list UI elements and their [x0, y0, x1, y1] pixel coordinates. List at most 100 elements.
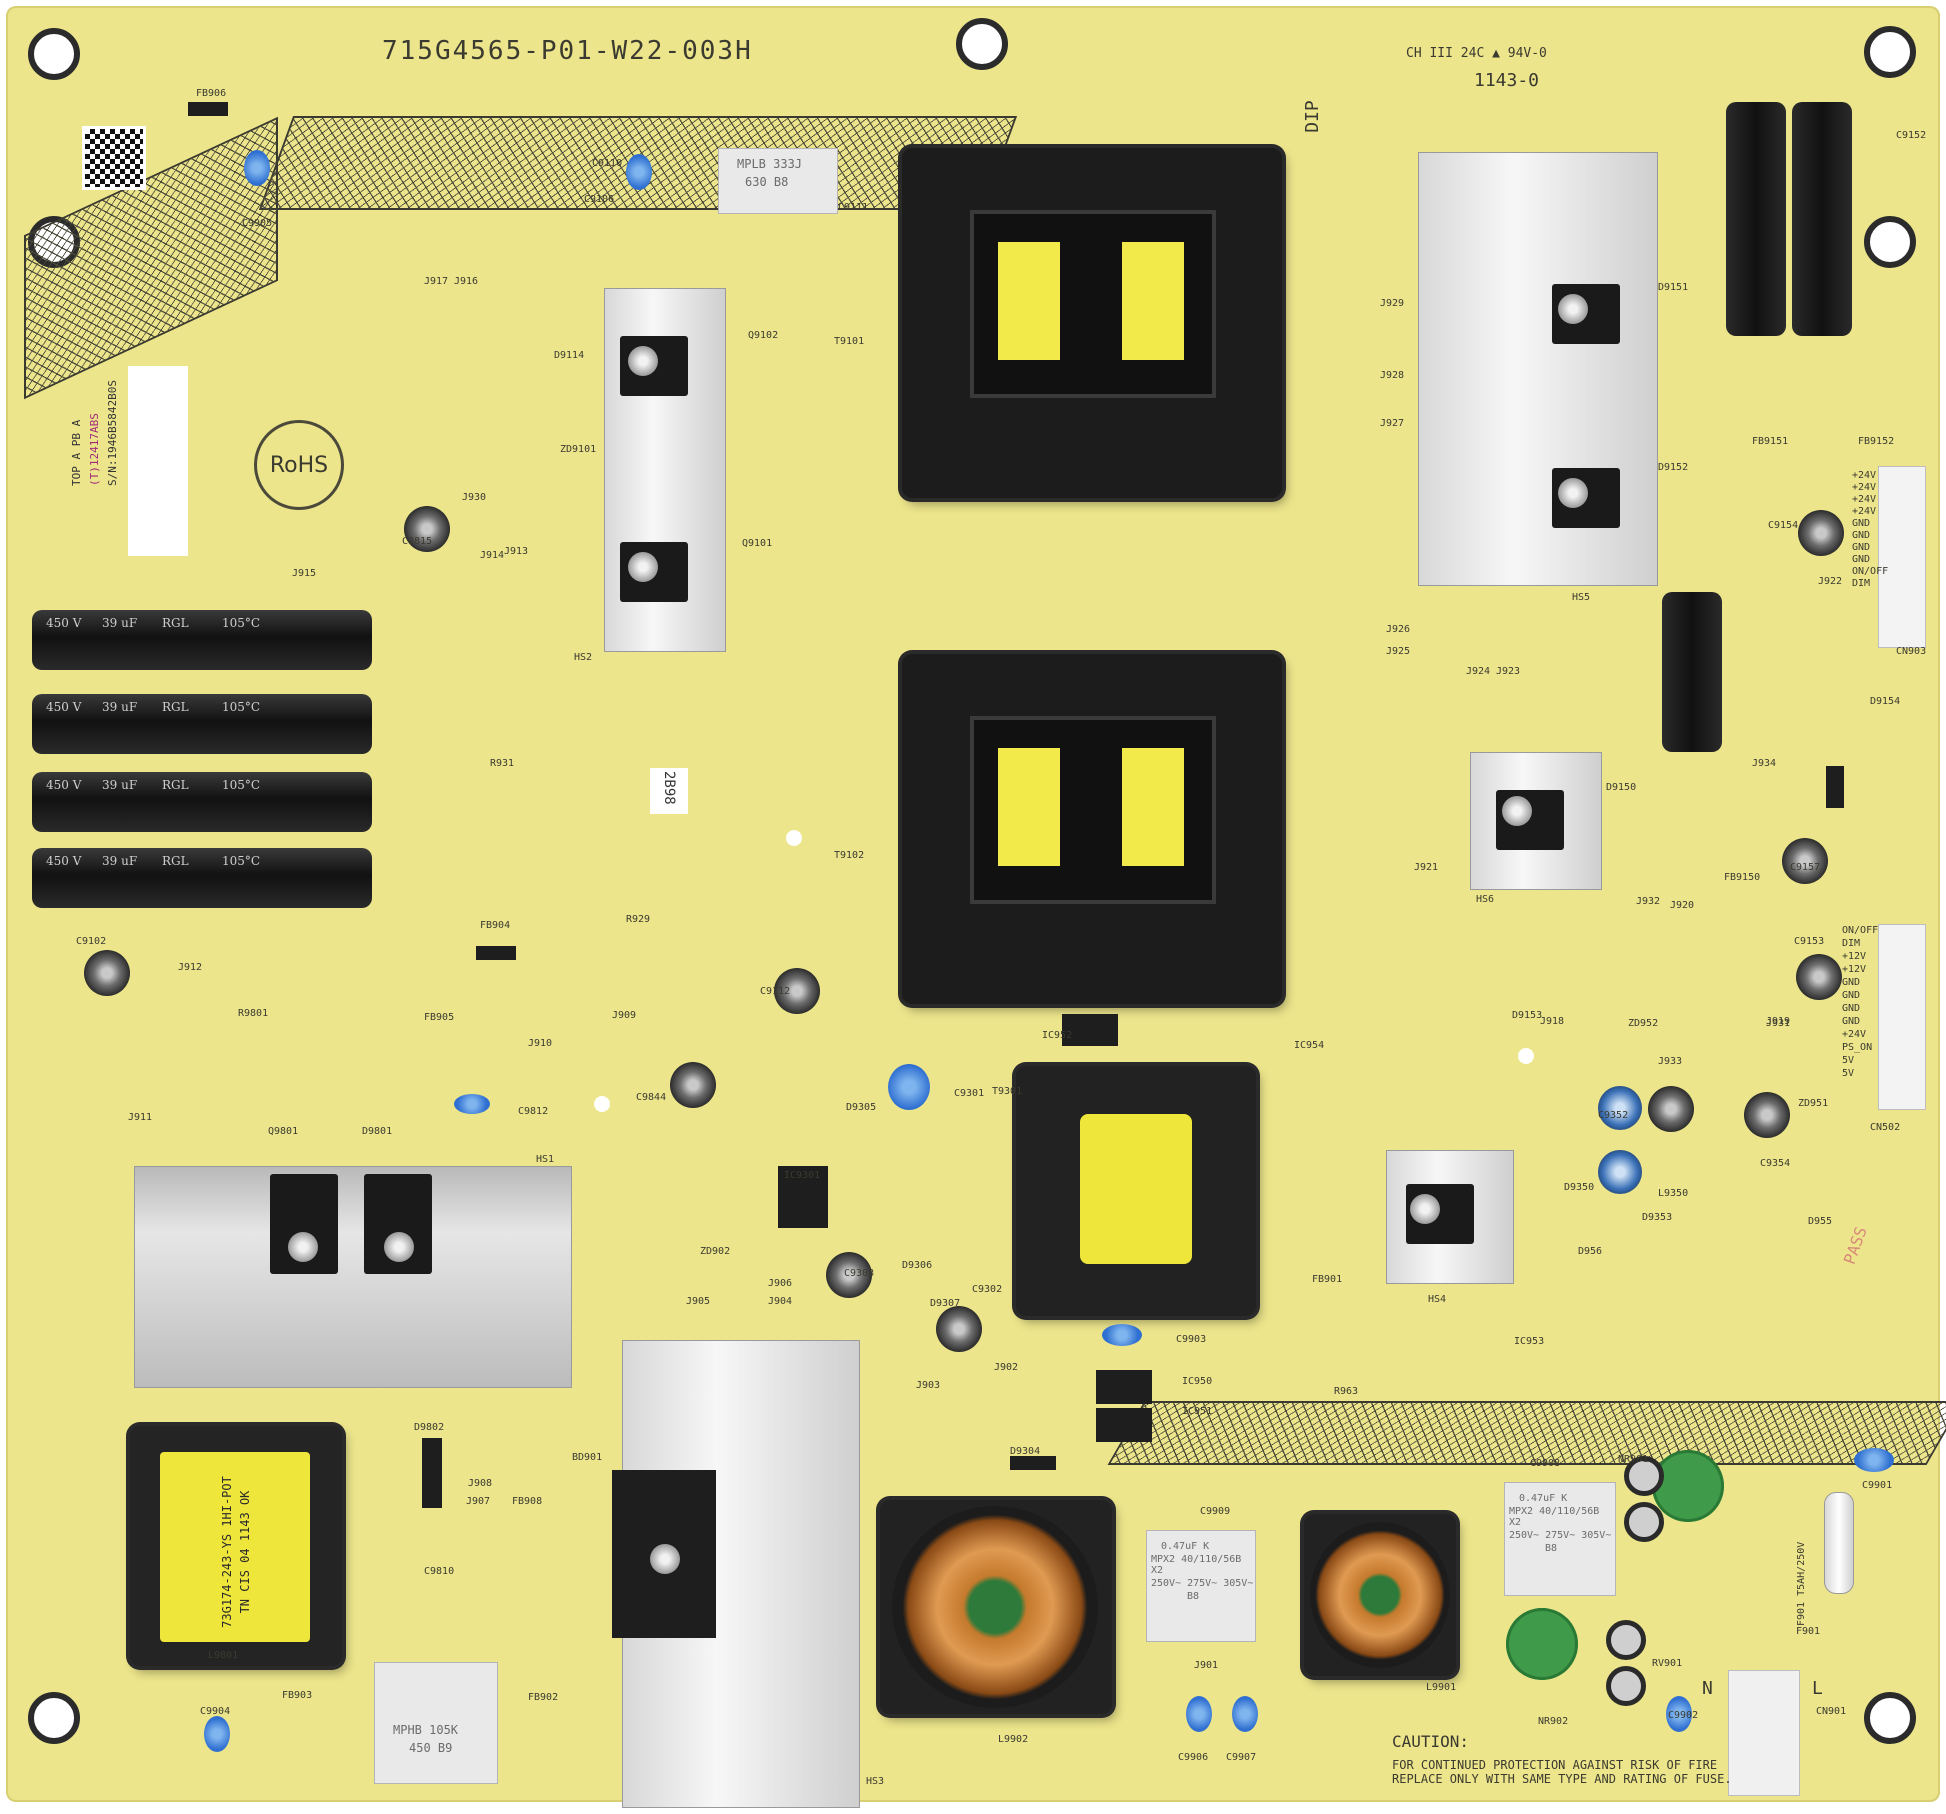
refdes-j915: J915 — [292, 568, 317, 579]
connector-cn901[interactable] — [1728, 1670, 1800, 1796]
connector-cn903[interactable] — [1878, 466, 1926, 648]
isolation-zone-bottom — [1107, 1401, 1946, 1465]
connector-mark-n: N — [1702, 1678, 1713, 1699]
refdes-j924: J924 — [1466, 666, 1491, 677]
refdes-d9307: D9307 — [930, 1298, 961, 1309]
output-capacitor — [1792, 102, 1852, 336]
refdes-q9101: Q9101 — [742, 538, 773, 549]
electrolytic-capacitor — [404, 506, 450, 552]
refdes-fb906: FB906 — [196, 88, 227, 99]
refdes-c9352: C9352 — [1598, 1110, 1629, 1121]
y-capacitor — [1232, 1696, 1258, 1732]
pass-stamp: PASS — [1839, 1224, 1871, 1267]
inductor-label: TN CIS 04 1143 OK — [238, 1490, 252, 1614]
fiducial — [1518, 1048, 1534, 1064]
electrolytic-capacitor — [1744, 1092, 1790, 1138]
refdes-j925: J925 — [1386, 646, 1411, 657]
sticker-line: TOP A PB A — [70, 419, 83, 486]
refdes-hs3: HS3 — [866, 1776, 885, 1787]
refdes-d9353: D9353 — [1642, 1212, 1673, 1223]
refdes-t9301: T9301 — [992, 1086, 1023, 1097]
refdes-fb905: FB905 — [424, 1012, 455, 1023]
mounting-hole — [1864, 1692, 1916, 1744]
refdes-c9907: C9907 — [1226, 1752, 1257, 1763]
refdes-l9902: L9902 — [998, 1734, 1029, 1745]
refdes-c9110: C9110 — [592, 158, 623, 169]
refdes-j910: J910 — [528, 1038, 553, 1049]
refdes-c9905: C9905 — [242, 218, 273, 229]
refdes-cn903: CN903 — [1896, 646, 1927, 657]
refdes-hs6: HS6 — [1476, 894, 1495, 905]
refdes-zd9101: ZD9101 — [560, 444, 597, 455]
refdes-l9350: L9350 — [1658, 1188, 1689, 1199]
refdes-d9350: D9350 — [1564, 1182, 1595, 1193]
refdes-d9150: D9150 — [1606, 782, 1637, 793]
refdes-ic952: IC952 — [1042, 1030, 1073, 1041]
refdes-j912: J912 — [178, 962, 203, 973]
diode — [1010, 1456, 1056, 1470]
diode — [476, 946, 516, 960]
transformer-t9301 — [1016, 1066, 1256, 1316]
refdes-j933: J933 — [1658, 1056, 1683, 1067]
y-capacitor — [888, 1064, 930, 1110]
heatsink-hs6 — [1470, 752, 1602, 890]
refdes-c9112: C9112 — [760, 986, 791, 997]
refdes-d9801: D9801 — [362, 1126, 393, 1137]
isolation-zone-left — [24, 116, 278, 400]
electrolytic-capacitor — [1782, 838, 1828, 884]
refdes-r929: R929 — [626, 914, 651, 925]
film-capacitor-c9111: MPLB 333J 630 B8 — [718, 148, 838, 214]
refdes-j906: J906 — [768, 1278, 793, 1289]
refdes-j928: J928 — [1380, 370, 1405, 381]
refdes-c9157: C9157 — [1790, 862, 1821, 873]
refdes-j932: J932 — [1636, 896, 1661, 907]
electrolytic-capacitor — [826, 1252, 872, 1298]
y-capacitor — [1666, 1696, 1692, 1732]
solder-pad — [1606, 1620, 1646, 1660]
refdes-j907: J907 — [466, 1496, 491, 1507]
refdes-c9102: C9102 — [76, 936, 107, 947]
diode — [422, 1438, 442, 1508]
thermistor-nr902 — [1506, 1608, 1578, 1680]
film-capacitor-c9908: 0.47uF K MPX2 40/110/56B X2 250V~ 275V~ … — [1504, 1482, 1616, 1596]
electrolytic-capacitor — [936, 1306, 982, 1352]
refdes-c9815: C9815 — [402, 536, 433, 547]
refdes-c9904: C9904 — [200, 1706, 231, 1717]
refdes-l9801: L9801 — [208, 1650, 239, 1661]
refdes-zd902: ZD902 — [700, 1246, 731, 1257]
electrolytic-capacitor — [774, 968, 820, 1014]
refdes-j902: J902 — [994, 1362, 1019, 1373]
refdes-c9902: C9902 — [1668, 1710, 1699, 1721]
bulk-capacitor-c9802: 450 V 39 uF RGL 105°C — [32, 772, 372, 832]
refdes-c9810: C9810 — [424, 1566, 455, 1577]
connector-mark-l: L — [1812, 1678, 1823, 1699]
refdes-q9801: Q9801 — [268, 1126, 299, 1137]
refdes-c9909: C9909 — [1200, 1506, 1231, 1517]
refdes-j920: J920 — [1670, 900, 1695, 911]
refdes-d9114: D9114 — [554, 350, 585, 361]
refdes-d9305: D9305 — [846, 1102, 877, 1113]
mounting-hole — [956, 18, 1008, 70]
refdes-fb9150: FB9150 — [1724, 872, 1761, 883]
refdes-d9154: D9154 — [1870, 696, 1901, 707]
refdes-j919: J919 — [1766, 1016, 1791, 1027]
refdes-r963: R963 — [1334, 1386, 1359, 1397]
thermistor-nr901 — [1652, 1450, 1724, 1522]
connector-cn502[interactable] — [1878, 924, 1926, 1110]
refdes-j931: J931 — [1766, 1018, 1791, 1029]
refdes-c9153: C9153 — [1794, 936, 1825, 947]
inductor-l9801: 73G174-243-YS 1HI-POT TN CIS 04 1143 OK — [130, 1426, 342, 1666]
refdes-cn502: CN502 — [1870, 1122, 1901, 1133]
refdes-d9152: D9152 — [1658, 462, 1689, 473]
caution-line: REPLACE ONLY WITH SAME TYPE AND RATING O… — [1392, 1772, 1732, 1786]
refdes-fb908: FB908 — [512, 1496, 543, 1507]
refdes-j926: J926 — [1386, 624, 1411, 635]
refdes-q9102: Q9102 — [748, 330, 779, 341]
refdes-j916: J916 — [454, 276, 479, 287]
sticker-2b98: 2B98 — [650, 768, 688, 814]
electrolytic-capacitor — [1648, 1086, 1694, 1132]
refdes-hs1: HS1 — [536, 1154, 555, 1165]
solder-pad — [1624, 1502, 1664, 1542]
refdes-j909: J909 — [612, 1010, 637, 1021]
inductor-label: 73G174-243-YS 1HI-POT — [220, 1476, 234, 1628]
